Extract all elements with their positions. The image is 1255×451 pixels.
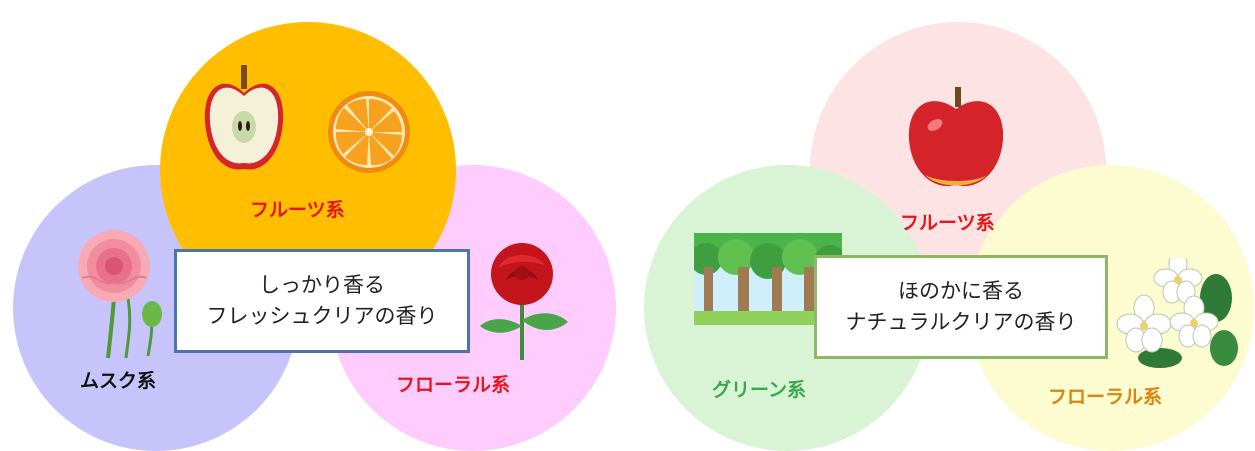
fruit-label: フルーツ系 (900, 212, 995, 234)
right-venn-diagram: フルーツ系 グリーン系 フローラル系 ほのかに香る ナチュラルクリアの香り (628, 0, 1255, 451)
center-description-box: しっかり香る フレッシュクリアの香り (174, 249, 470, 353)
red-rose-icon (476, 240, 572, 362)
fruit-label: フルーツ系 (250, 199, 345, 221)
center-line-2: ナチュラルクリアの香り (845, 310, 1077, 334)
left-venn-diagram: フルーツ系 ムスク系 フローラル系 しっかり香る フレッシュクリアの香り (0, 0, 627, 451)
red-apple-icon (905, 85, 1007, 191)
green-label: グリーン系 (712, 379, 807, 401)
floral-label: フローラル系 (396, 374, 511, 396)
pink-carnation-icon (70, 228, 170, 360)
apple-half-icon (203, 65, 285, 177)
center-line-1: しっかり香る (259, 273, 385, 297)
center-line-1: ほのかに香る (898, 279, 1024, 303)
floral-label: フローラル系 (1048, 386, 1163, 408)
orange-slice-icon (327, 90, 411, 174)
center-description-box: ほのかに香る ナチュラルクリアの香り (814, 255, 1108, 359)
musk-label: ムスク系 (80, 370, 157, 392)
center-line-2: フレッシュクリアの香り (206, 304, 438, 328)
white-flowers-icon (1116, 258, 1240, 370)
